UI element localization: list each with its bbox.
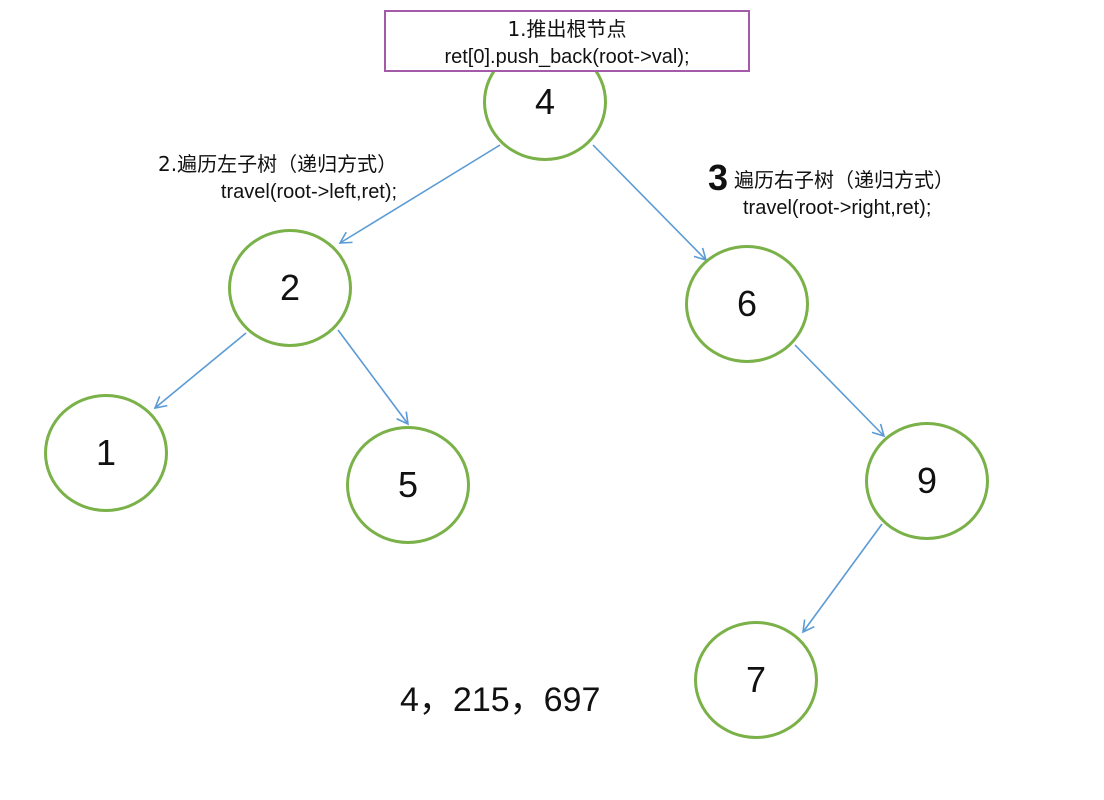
node-9-label: 9: [916, 460, 938, 501]
edge-4-2: [338, 144, 501, 244]
root-step-title: 1.推出根节点: [507, 17, 627, 41]
root-step-code: ret[0].push_back(root->val);: [444, 46, 690, 68]
right-step-note: 遍历右子树（递归方式） travel(root->right,ret);: [734, 166, 954, 222]
edge-9-7: [802, 523, 883, 634]
traversal-result: 4，215，697: [400, 681, 601, 719]
node-7-label: 7: [745, 659, 767, 700]
right-step-marker: 3: [708, 157, 729, 198]
root-step-box: 1.推出根节点 ret[0].push_back(root->val);: [384, 10, 750, 72]
right-step-code: travel(root->right,ret);: [743, 197, 932, 219]
node-9: 9: [865, 422, 989, 540]
edge-2-1: [153, 332, 247, 410]
left-step-note: 2.遍历左子树（递归方式） travel(root->left,ret);: [158, 150, 397, 206]
node-2: 2: [228, 229, 352, 347]
node-4-label: 4: [534, 81, 556, 122]
right-step-title: 遍历右子树（递归方式）: [734, 168, 954, 192]
edge-2-5: [337, 329, 409, 426]
node-1-label: 1: [95, 432, 117, 473]
node-6: 6: [685, 245, 809, 363]
node-6-label: 6: [736, 283, 758, 324]
left-step-code: travel(root->left,ret);: [220, 181, 398, 203]
node-1: 1: [44, 394, 168, 512]
edge-6-9: [794, 344, 886, 438]
node-5-label: 5: [397, 464, 419, 505]
edge-4-6: [592, 144, 708, 262]
left-step-title: 2.遍历左子树（递归方式）: [158, 152, 398, 176]
node-7: 7: [694, 621, 818, 739]
node-2-label: 2: [279, 267, 301, 308]
node-5: 5: [346, 426, 470, 544]
